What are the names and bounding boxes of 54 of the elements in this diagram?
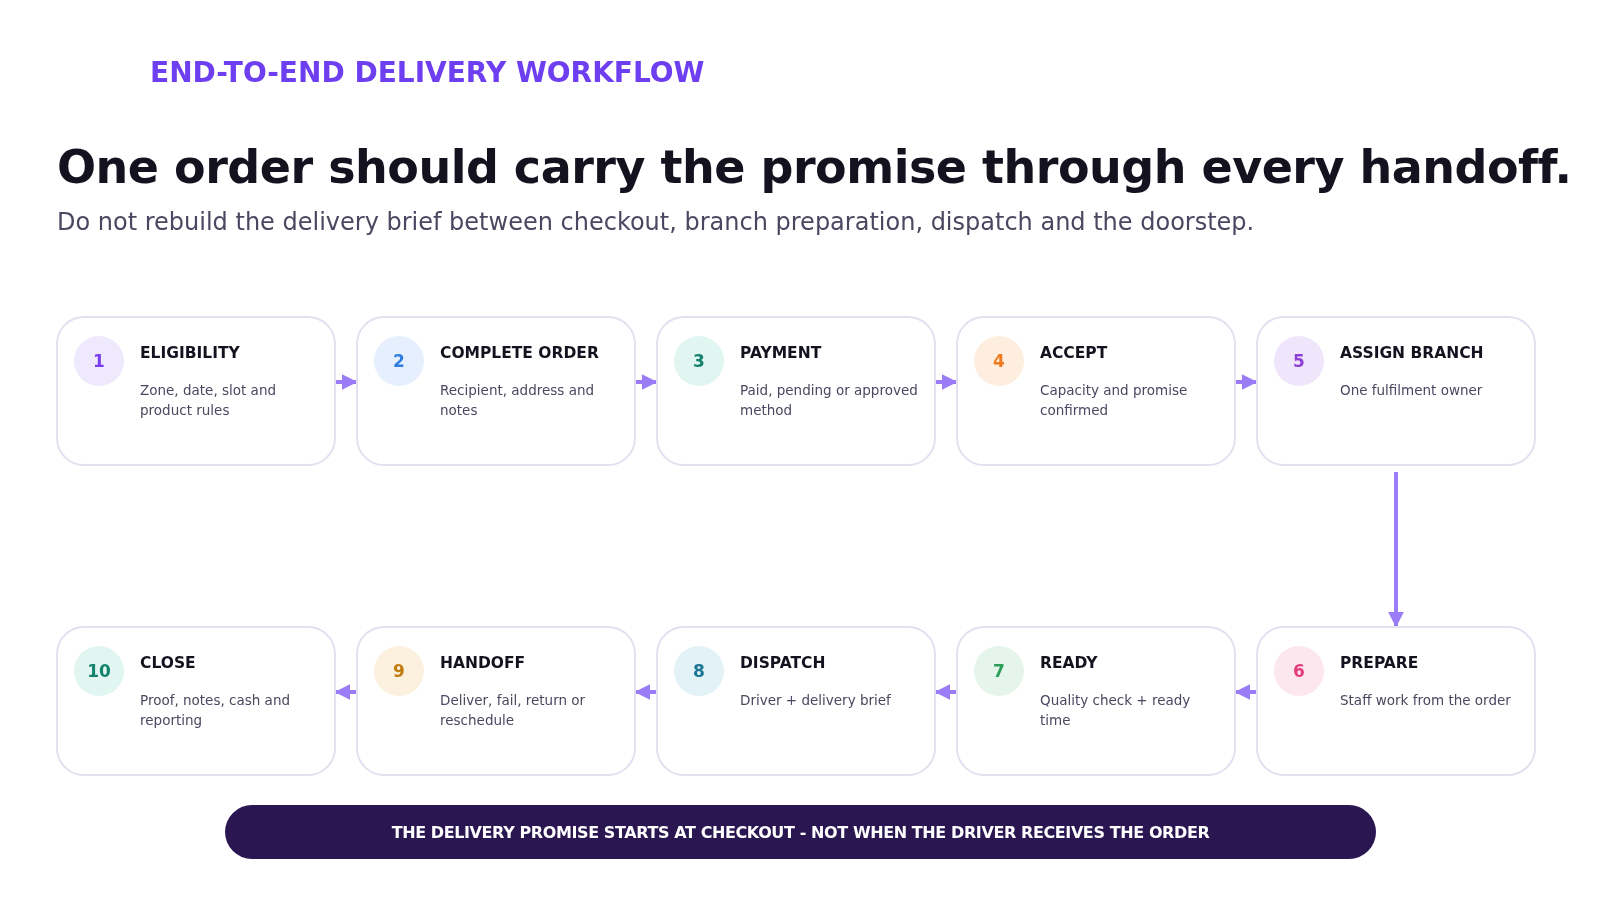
- step-title: ASSIGN BRANCH: [1340, 344, 1484, 362]
- step-card: [56, 316, 336, 466]
- step-description: Quality check + ready time: [1040, 691, 1192, 730]
- step-number: 10: [74, 646, 124, 696]
- step-card: [656, 316, 936, 466]
- arrow: [1234, 684, 1256, 700]
- step-number: 7: [974, 646, 1024, 696]
- section-heading: END-TO-END DELIVERY WORKFLOW: [150, 56, 705, 89]
- arrow: [1388, 472, 1404, 628]
- step-description: Staff work from the order: [1340, 691, 1512, 710]
- step-card: [56, 626, 336, 776]
- step-title: PAYMENT: [740, 344, 822, 362]
- step-description: Recipient, address and notes: [440, 381, 596, 420]
- arrow: [1236, 374, 1258, 390]
- step-card: [1256, 316, 1536, 466]
- message-banner: [225, 805, 1376, 859]
- arrow: [936, 374, 958, 390]
- step-card: [956, 316, 1236, 466]
- step-number: 3: [674, 336, 724, 386]
- step-title: PREPARE: [1340, 654, 1419, 672]
- step-title: ELIGIBILITY: [140, 344, 240, 362]
- step-title: COMPLETE ORDER: [440, 344, 599, 362]
- step-card: [656, 626, 936, 776]
- step-number: 6: [1274, 646, 1324, 696]
- banner-text: THE DELIVERY PROMISE STARTS AT CHECKOUT - NOT WHEN THE DRIVER RECEIVES THE ORDER: [391, 822, 1210, 842]
- step-number: 5: [1274, 336, 1324, 386]
- step-card: [956, 626, 1236, 776]
- arrow: [934, 684, 956, 700]
- subtitle: Do not rebuild the delivery brief between checkout, branch preparation, dispatch and the doorstep.: [57, 208, 1255, 236]
- step-card: [1256, 626, 1536, 776]
- page-title: One order should carry the promise through every handoff.: [57, 140, 1572, 194]
- step-description: Deliver, fail, return or reschedule: [440, 691, 587, 730]
- arrow: [634, 684, 656, 700]
- step-title: CLOSE: [140, 654, 196, 672]
- arrow: [336, 374, 358, 390]
- arrow: [334, 684, 356, 700]
- step-card: [356, 626, 636, 776]
- step-description: Zone, date, slot and product rules: [140, 381, 277, 420]
- step-description: Proof, notes, cash and reporting: [140, 691, 292, 730]
- step-description: Capacity and promise confirmed: [1040, 381, 1189, 420]
- step-title: READY: [1040, 654, 1098, 672]
- step-card: [356, 316, 636, 466]
- step-number: 1: [74, 336, 124, 386]
- step-number: 9: [374, 646, 424, 696]
- step-title: DISPATCH: [740, 654, 826, 672]
- step-title: ACCEPT: [1040, 344, 1108, 362]
- step-title: HANDOFF: [440, 654, 526, 672]
- step-number: 8: [674, 646, 724, 696]
- step-number: 2: [374, 336, 424, 386]
- step-description: One fulfilment owner: [1340, 381, 1484, 400]
- step-description: Driver + delivery brief: [740, 691, 892, 710]
- arrow: [636, 374, 658, 390]
- step-number: 4: [974, 336, 1024, 386]
- step-description: Paid, pending or approved method: [740, 381, 919, 420]
